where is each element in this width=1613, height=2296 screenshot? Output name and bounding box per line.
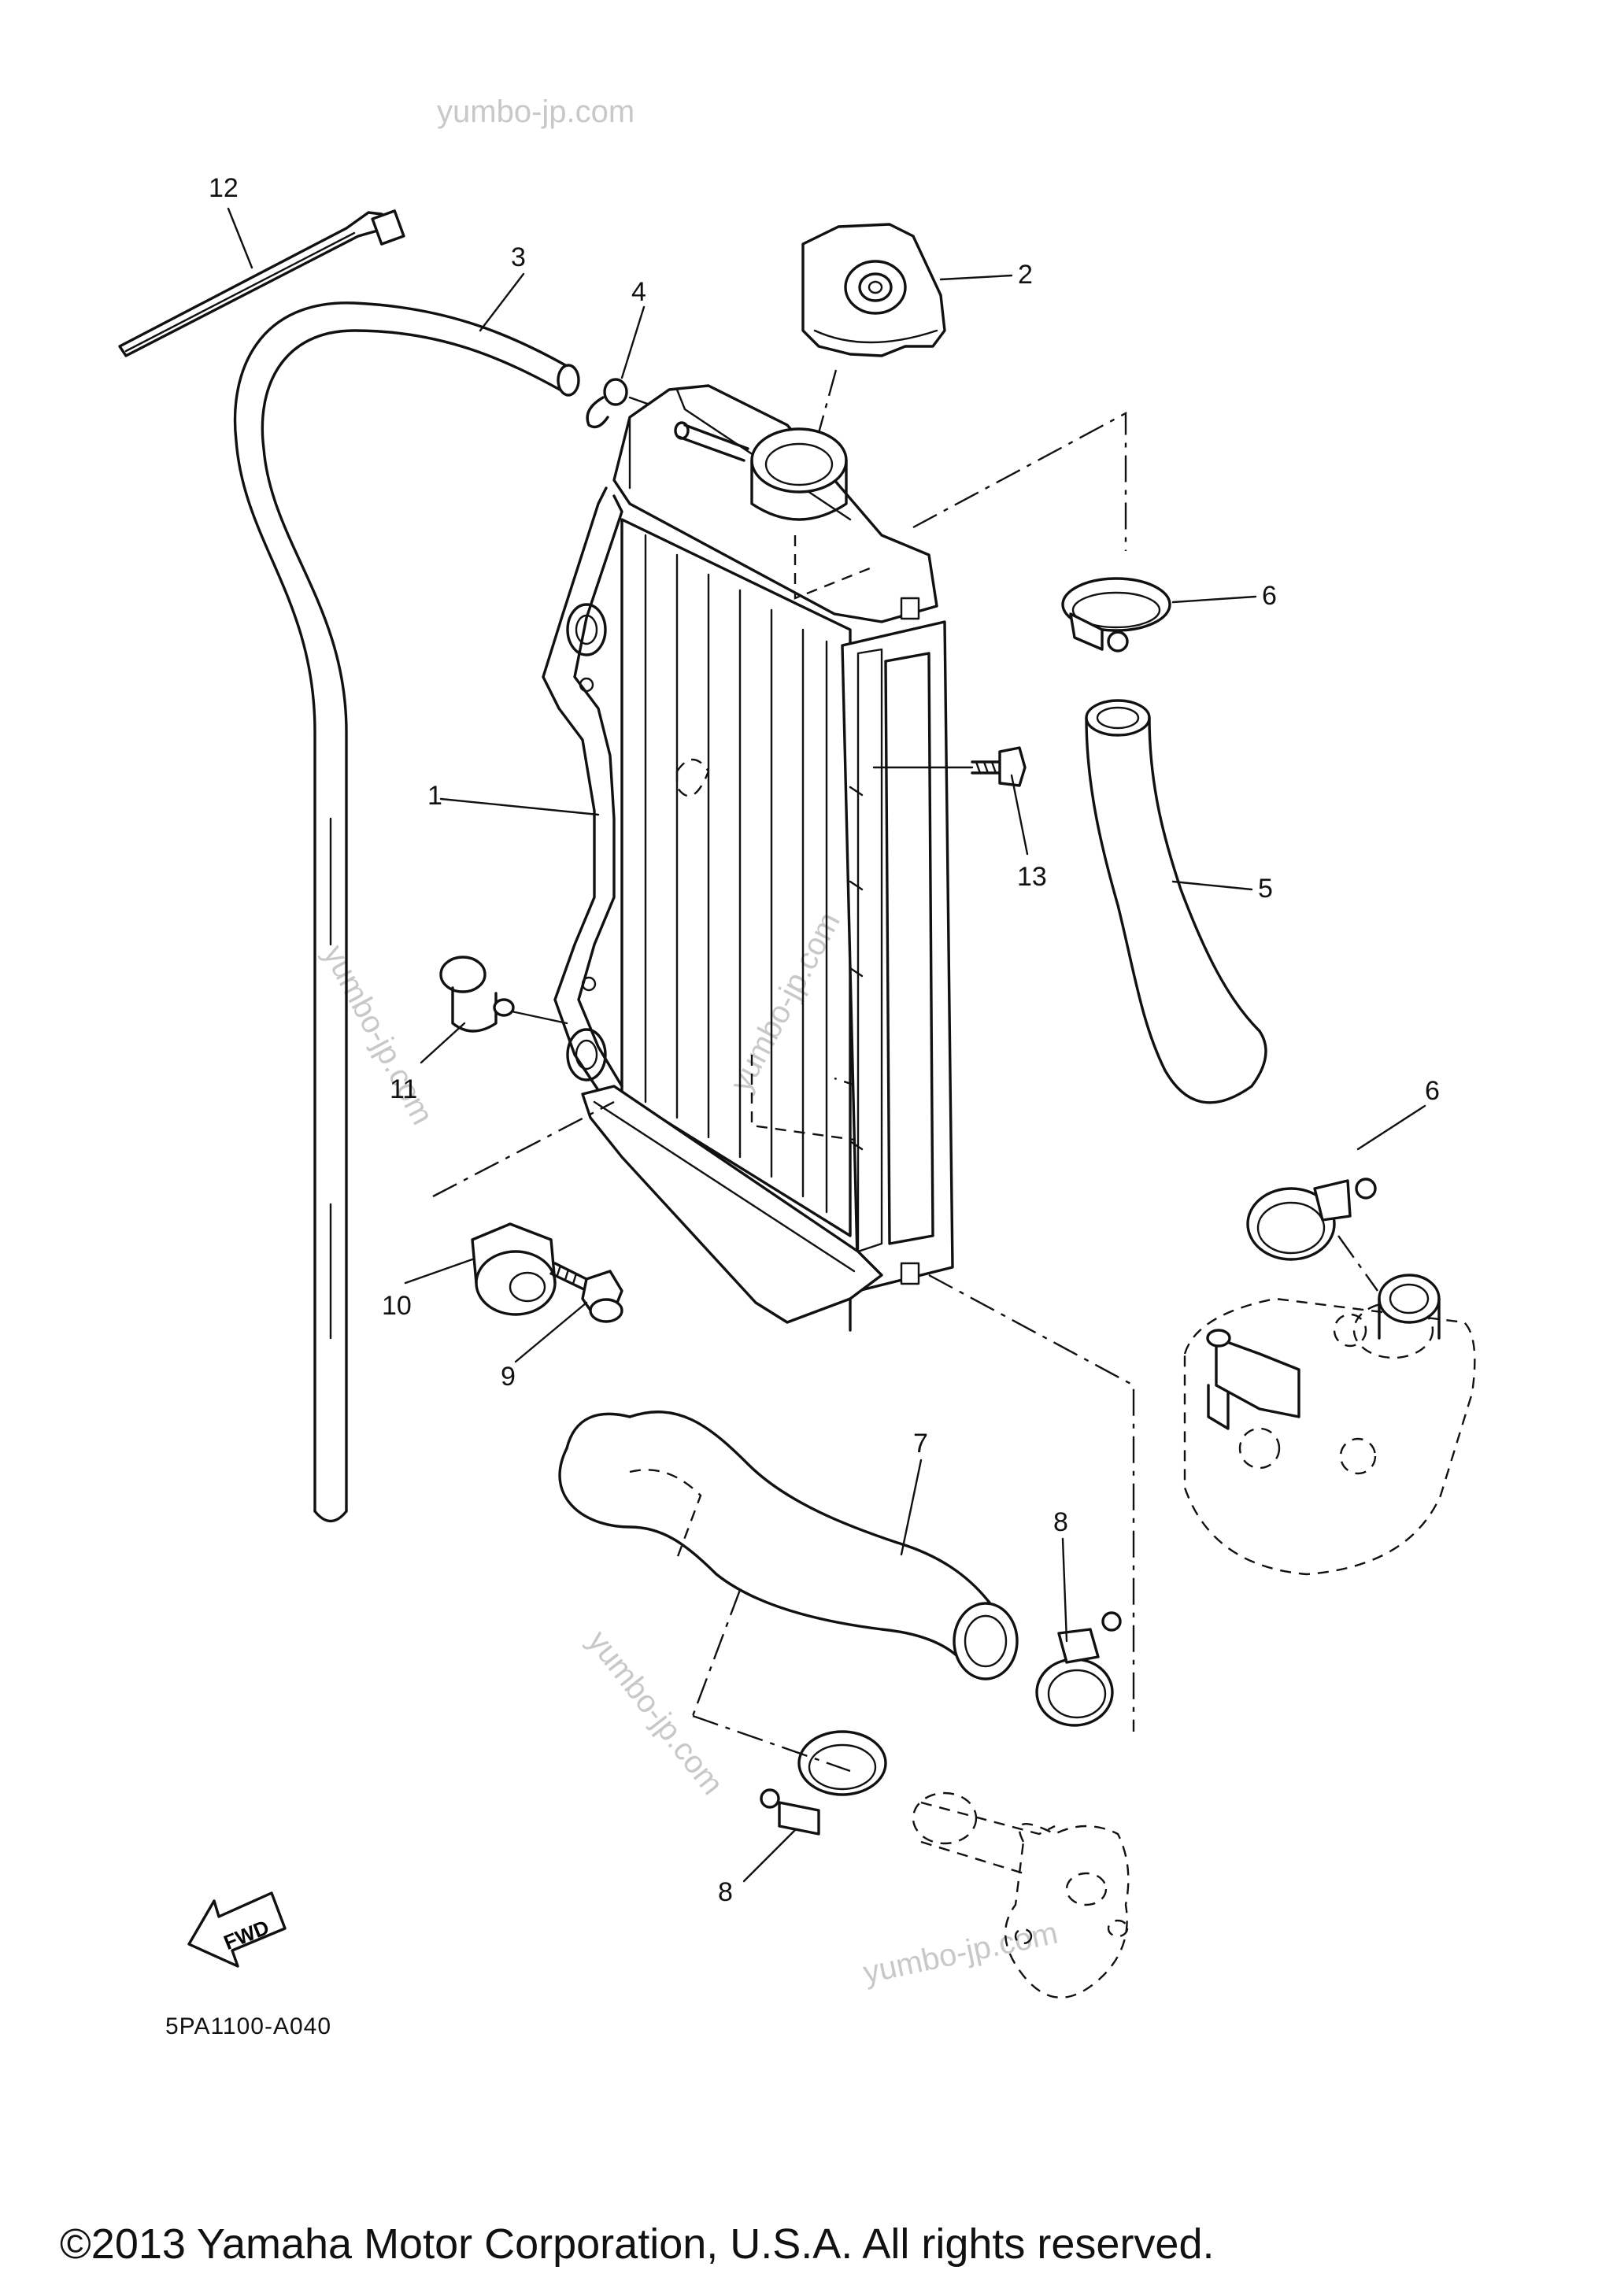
forward-direction-arrow: FWD (187, 1891, 287, 1968)
radiator-part (542, 384, 954, 1332)
callout-4: 4 (631, 277, 646, 307)
upper-hose-part (1085, 699, 1267, 1104)
callout-2: 2 (1018, 260, 1033, 290)
callout-7: 7 (913, 1429, 928, 1459)
pump-outlet-part (912, 1791, 1130, 1998)
cable-tie-part (118, 209, 405, 357)
clamp-alignment-line-top (912, 411, 1127, 551)
watermark-bottom-right: yumbo-jp.com (860, 1916, 1061, 1991)
diagram-code: 5PA1100-A040 (165, 2013, 332, 2039)
water-pump-cover-part (1183, 1235, 1476, 1576)
collar-part (439, 956, 568, 1033)
cap-alignment-line (817, 369, 838, 434)
hose-clamp-8-lower-part (692, 1714, 887, 1836)
callout-leaders (227, 207, 1426, 1883)
callout-10: 10 (382, 1291, 412, 1321)
callout-11: 11 (390, 1074, 417, 1104)
callout-3: 3 (511, 242, 526, 272)
callout-5: 5 (1258, 874, 1273, 904)
callout-8-right: 8 (1053, 1507, 1068, 1537)
grommet-part (432, 1100, 615, 1316)
hose-clamp-upper-part (1061, 577, 1171, 653)
bolt-9-part (549, 1262, 623, 1323)
breather-hose-part (233, 301, 580, 1523)
callout-1: 1 (427, 781, 442, 811)
lower-hose-part (558, 1411, 1019, 1717)
callout-8-lower: 8 (718, 1877, 733, 1907)
hose-clamp-8-right-part (1035, 1611, 1122, 1727)
watermark-top: yumbo-jp.com (437, 94, 634, 129)
radiator-cap-part (801, 223, 946, 357)
bolt-13-part (971, 746, 1027, 787)
clamp-alignment-line-bottom (928, 1274, 1135, 1732)
callout-6-right: 6 (1425, 1076, 1440, 1106)
callout-12: 12 (209, 173, 239, 203)
callout-9: 9 (501, 1362, 516, 1392)
watermark-left: yumbo-jp.com (316, 940, 440, 1130)
hose-clamp-right-part (1246, 1178, 1377, 1261)
copyright-notice: ©2013 Yamaha Motor Corporation, U.S.A. A… (60, 2220, 1215, 2268)
callout-6-upper: 6 (1262, 581, 1277, 611)
watermark-center: yumbo-jp.com (723, 907, 847, 1097)
callout-13: 13 (1017, 862, 1047, 892)
watermark-bottom-center: yumbo-jp.com (581, 1624, 730, 1801)
